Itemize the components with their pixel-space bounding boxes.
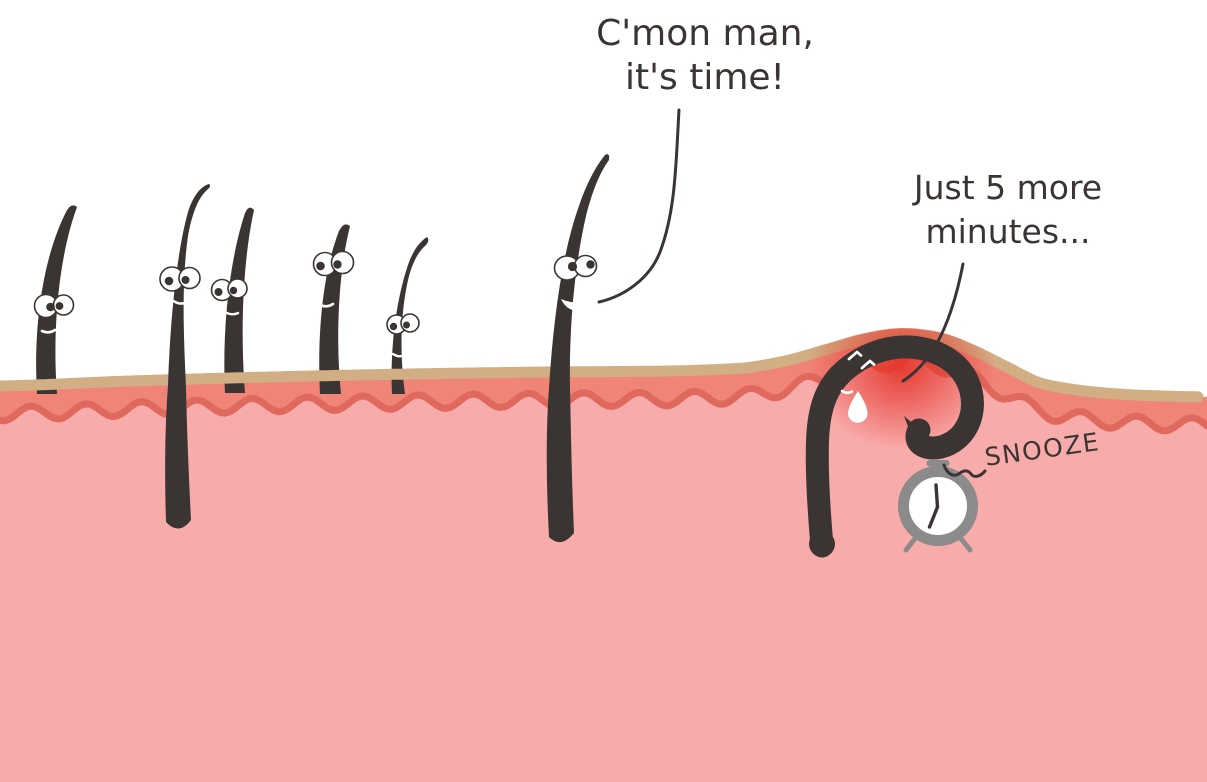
minute-hand	[934, 483, 940, 509]
open-mouth	[561, 299, 589, 311]
speech-line: it's time!	[625, 57, 785, 98]
left-pupil	[316, 261, 325, 271]
mouth	[170, 298, 189, 305]
wavy-dermis-boundary	[0, 351, 1207, 435]
ingrown-hair	[805, 335, 984, 558]
talking-hair	[546, 154, 610, 543]
hair-2-face	[159, 266, 201, 305]
ingrown-strand	[805, 335, 984, 558]
right-pupil	[181, 276, 190, 284]
alarm-clock-icon	[898, 460, 978, 553]
speech-pointer-left	[597, 108, 681, 304]
mouth	[40, 328, 57, 334]
talking-hair-face	[553, 254, 598, 311]
hair-4	[319, 224, 350, 394]
sweat-drop-icon	[848, 391, 868, 423]
speech-line: minutes...	[925, 212, 1091, 251]
speech-line: C'mon man,	[596, 13, 814, 54]
hair-strand	[165, 184, 211, 529]
right-pupil	[229, 286, 238, 295]
left-pupil	[46, 302, 55, 312]
hair-strand	[546, 154, 610, 543]
hair-strand	[319, 224, 350, 394]
epidermis-band	[0, 328, 1204, 403]
right-pupil	[586, 260, 595, 269]
closed-eye-left	[847, 350, 863, 361]
hair-strand	[224, 207, 254, 393]
strand-tip	[904, 416, 928, 440]
speech-pointer-right	[901, 262, 965, 383]
left-pupil	[389, 322, 398, 331]
hair-5	[391, 237, 429, 394]
left-pupil	[567, 261, 578, 272]
hair-5-face	[386, 313, 420, 358]
hair-1-face	[33, 293, 75, 334]
right-pupil	[403, 321, 410, 329]
left-pupil	[164, 276, 174, 286]
mouth	[391, 352, 407, 358]
left-pupil	[214, 288, 223, 296]
mouth	[223, 310, 240, 316]
hair-2	[165, 184, 211, 529]
hair-strand	[391, 237, 429, 394]
closed-eye-right	[860, 359, 876, 370]
hair-4-face	[312, 250, 355, 308]
speech-bubble-right: Just 5 more minutes...	[856, 166, 1160, 254]
mouth	[318, 302, 335, 308]
sleeping-mouth	[840, 389, 854, 395]
right-pupil	[333, 260, 342, 269]
speech-bubble-left: C'mon man, it's time!	[552, 12, 858, 100]
right-pupil	[55, 302, 64, 310]
speech-line: Just 5 more	[913, 168, 1103, 207]
hour-hand	[927, 505, 940, 529]
hair-3-face	[210, 278, 248, 316]
hair-3	[224, 207, 254, 393]
snooze-pointer-squiggle	[942, 463, 987, 478]
